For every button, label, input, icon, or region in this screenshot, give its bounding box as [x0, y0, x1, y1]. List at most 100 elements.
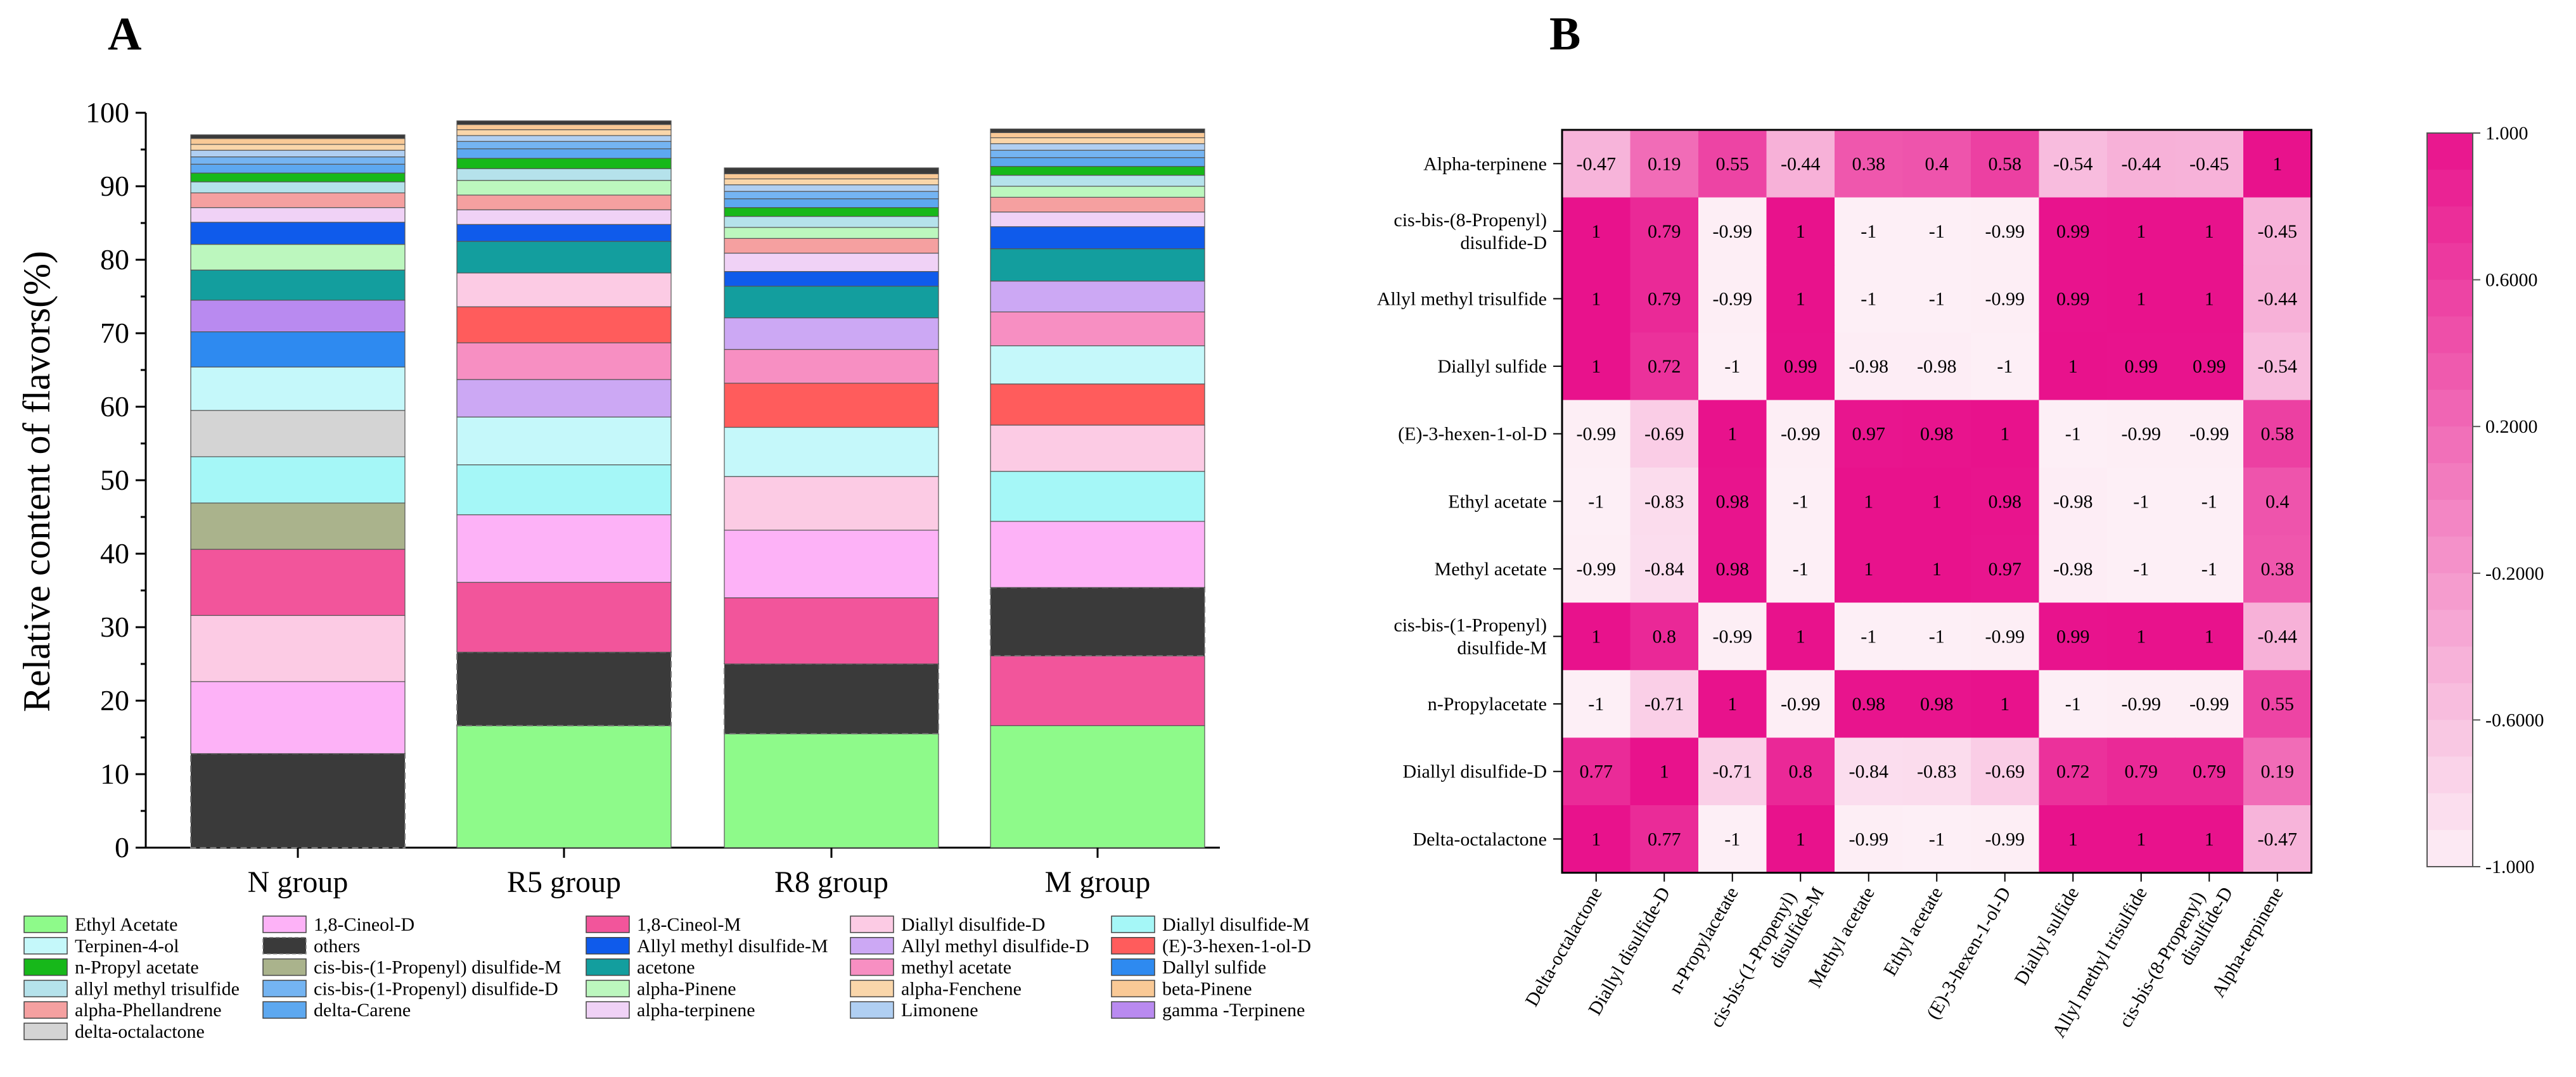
heatmap-cell-value: 0.4 [1925, 153, 1949, 174]
heatmap-cell [1562, 130, 1631, 198]
heatmap-cell-value: 0.79 [2193, 762, 2226, 782]
heatmap-cell-value: -0.99 [1713, 289, 1753, 310]
legend-swatch [1111, 915, 1155, 933]
heatmap-cell-value: -1 [1724, 356, 1740, 377]
legend-label: (E)-3-hexen-1-ol-D [1162, 936, 1311, 957]
legend-label: Ethyl Acetate [75, 914, 177, 935]
legend-label: gamma -Terpinene [1162, 1000, 1305, 1021]
bar-segment [456, 224, 672, 242]
legend-label: methyl acetate [901, 957, 1011, 978]
heatmap-cell [2175, 737, 2244, 806]
heatmap-cell [2039, 468, 2108, 536]
heatmap-cell [1766, 602, 1835, 671]
heatmap-cell-value: 0.98 [1852, 694, 1886, 715]
bar-segment [990, 471, 1205, 522]
heatmap-cell [1971, 602, 2040, 671]
y-tick-label: 80 [100, 243, 129, 276]
heatmap-cell [1766, 468, 1835, 536]
heatmap-cell [1698, 805, 1767, 874]
bar-segment [724, 476, 939, 531]
heatmap-cell-value: 1 [1864, 559, 1873, 580]
bar-segment [190, 410, 406, 457]
bar-segment [456, 120, 672, 125]
heatmap-cell [1630, 535, 1699, 603]
heatmap-cell [1698, 670, 1767, 738]
heatmap-cell-value: -0.71 [1644, 694, 1684, 715]
bar-segment [990, 725, 1205, 848]
legend-swatch [262, 958, 307, 976]
heatmap-cell-value: -1 [2201, 559, 2217, 580]
heatmap-cell-value: -1 [1929, 289, 1945, 310]
bar-segment [190, 156, 406, 165]
heatmap-cell [1698, 737, 1767, 806]
heatmap-cell [1902, 332, 1971, 400]
heatmap-cell [1698, 400, 1767, 468]
legend-swatch [850, 958, 894, 976]
col-label-line: Ethyl acetate [1880, 884, 1947, 979]
legend-swatch [850, 1001, 894, 1019]
heatmap-row-label: Ethyl acetate [1448, 491, 1547, 512]
heatmap-cell [1902, 670, 1971, 738]
heatmap-cell [1835, 737, 1904, 806]
heatmap-cell [2243, 130, 2312, 198]
heatmap-cell [2107, 670, 2176, 738]
heatmap-cell-value: -1 [1724, 829, 1740, 850]
heatmap-cell [1835, 130, 1904, 198]
legend-swatch [23, 1023, 68, 1040]
heatmap-cell-value: 0.19 [1648, 153, 1681, 174]
bar-segment [456, 582, 672, 653]
heatmap-cell [1630, 805, 1699, 874]
legend-label: Allyl methyl disulfide-M [637, 936, 828, 957]
heatmap-cell-value: -0.99 [1781, 694, 1821, 715]
heatmap-cell-value: 1 [2068, 356, 2078, 377]
heatmap-cell-value: -1 [2133, 491, 2149, 512]
heatmap-cell [1835, 602, 1904, 671]
heatmap-cell [1766, 535, 1835, 603]
legend-swatch [262, 979, 307, 998]
heatmap-cell [1698, 332, 1767, 400]
heatmap-cell-value: 0.98 [1920, 424, 1954, 445]
heatmap-cell-value: 0.98 [1989, 491, 2022, 512]
heatmap-cell-value: -1 [1793, 491, 1809, 512]
bar-segment [190, 222, 406, 245]
colorbar-step [2427, 683, 2473, 720]
legend-swatch [23, 958, 68, 976]
heatmap-cell [1562, 602, 1631, 671]
heatmap-cell [1971, 805, 2040, 874]
heatmap-cell [1766, 130, 1835, 198]
heatmap-cell [2039, 197, 2108, 265]
heatmap-cell [1971, 130, 2040, 198]
heatmap-cell-value: 0.79 [1648, 221, 1681, 242]
legend-label: 1,8-Cineol-M [637, 914, 741, 935]
bar-segment [456, 416, 672, 466]
heatmap-cell [2039, 805, 2108, 874]
legend-label: Limonene [901, 1000, 978, 1021]
heatmap-cell-value: -0.83 [1917, 762, 1957, 782]
heatmap-cell [1766, 265, 1835, 333]
bar-segment [456, 272, 672, 307]
y-tick-label: 60 [100, 390, 129, 423]
bar-segment [456, 464, 672, 516]
heatmap-row-label: Diallyl sulfide [1438, 356, 1547, 377]
heatmap-cell-value: -0.98 [1917, 356, 1957, 377]
heatmap-row-label: Delta-octalactone [1413, 829, 1547, 850]
heatmap-cell [2107, 265, 2176, 333]
colorbar-step [2427, 500, 2473, 537]
heatmap-cell-value: 1 [1796, 221, 1805, 242]
heatmap-cell [2175, 805, 2244, 874]
row-label-line: cis-bis-(8-Propenyl) [1394, 210, 1547, 231]
heatmap-cell-value: -0.69 [1644, 424, 1684, 445]
bar-segment [724, 227, 939, 239]
heatmap-cell-value: 1 [1591, 627, 1601, 647]
heatmap-cell-value: -0.69 [1985, 762, 2025, 782]
colorbar-step [2427, 793, 2473, 831]
heatmap-cell [1698, 535, 1767, 603]
legend-label: alpha-terpinene [637, 1000, 755, 1021]
row-label-line: (E)-3-hexen-1-ol-D [1398, 424, 1547, 445]
heatmap-cell [1835, 468, 1904, 536]
legend-swatch [23, 979, 68, 998]
heatmap-cell-value: 1 [2068, 829, 2078, 850]
y-tick-label: 20 [100, 684, 129, 717]
legend-label: Diallyl disulfide-D [901, 914, 1045, 935]
heatmap-cell-value: -1 [1861, 289, 1876, 310]
